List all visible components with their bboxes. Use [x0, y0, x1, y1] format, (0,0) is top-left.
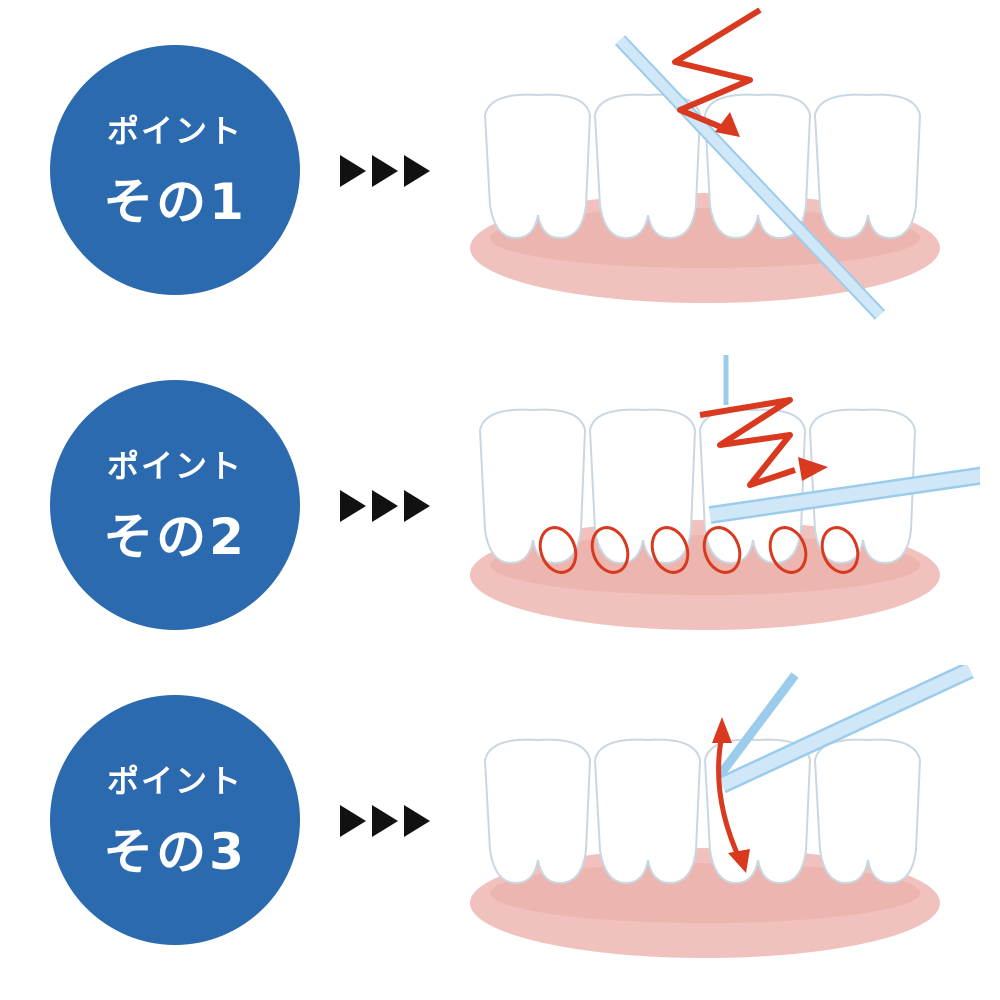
step-row-1: ポイント その1 [0, 0, 1000, 330]
gumline-mark [702, 526, 742, 574]
tooth [483, 93, 592, 240]
tooth [593, 738, 702, 885]
floss-handle-core [709, 469, 980, 522]
gumline-mark [768, 526, 808, 574]
floss-thread [716, 672, 799, 778]
gumline-mark [538, 526, 578, 574]
point-number: その1 [103, 173, 247, 231]
arrow-down-icon [728, 849, 750, 873]
triangle-arrow-icon [340, 155, 366, 187]
gum-shade [490, 535, 920, 595]
motion-arrowhead-icon [798, 457, 828, 481]
gum-shade [490, 863, 920, 923]
tooth [588, 408, 697, 565]
point-badge-1: ポイント その1 [50, 45, 300, 295]
next-arrows [340, 490, 430, 522]
point-number: その2 [103, 508, 247, 566]
teeth-illustration-3 [470, 665, 974, 958]
floss-handle-core [719, 665, 973, 791]
triangle-arrow-icon [372, 155, 398, 187]
tooth [483, 738, 592, 885]
triangle-arrow-icon [372, 805, 398, 837]
next-arrows [340, 805, 430, 837]
teeth-illustration-1 [470, 7, 940, 320]
point-label: ポイント [106, 447, 243, 485]
triangle-arrow-icon [404, 490, 430, 522]
triangle-arrow-icon [372, 490, 398, 522]
step-row-2: ポイント その2 [0, 335, 1000, 665]
point-badge-3: ポイント その3 [50, 695, 300, 945]
triangle-arrow-icon [404, 155, 430, 187]
point-number: その3 [103, 823, 247, 881]
point-label: ポイント [106, 762, 243, 800]
step-row-3: ポイント その3 [0, 665, 1000, 995]
triangle-arrow-icon [404, 805, 430, 837]
point-label: ポイント [106, 112, 243, 150]
gumline-mark [820, 526, 860, 574]
next-arrows [340, 155, 430, 187]
zigzag-motion [699, 397, 796, 488]
floss-stick-core [616, 36, 884, 319]
tooth [478, 408, 587, 565]
arrow-up-icon [712, 717, 732, 743]
teeth-illustration-2 [470, 355, 980, 630]
triangle-arrow-icon [340, 805, 366, 837]
tooth [593, 93, 702, 240]
tooth [813, 93, 922, 240]
point-badge-2: ポイント その2 [50, 380, 300, 630]
up-down-motion [716, 734, 743, 862]
triangle-arrow-icon [340, 490, 366, 522]
gumline-mark [650, 526, 690, 574]
zigzag-motion [672, 7, 762, 133]
tooth [813, 738, 922, 885]
gumline-mark [590, 526, 630, 574]
motion-arrowhead-icon [715, 112, 740, 137]
